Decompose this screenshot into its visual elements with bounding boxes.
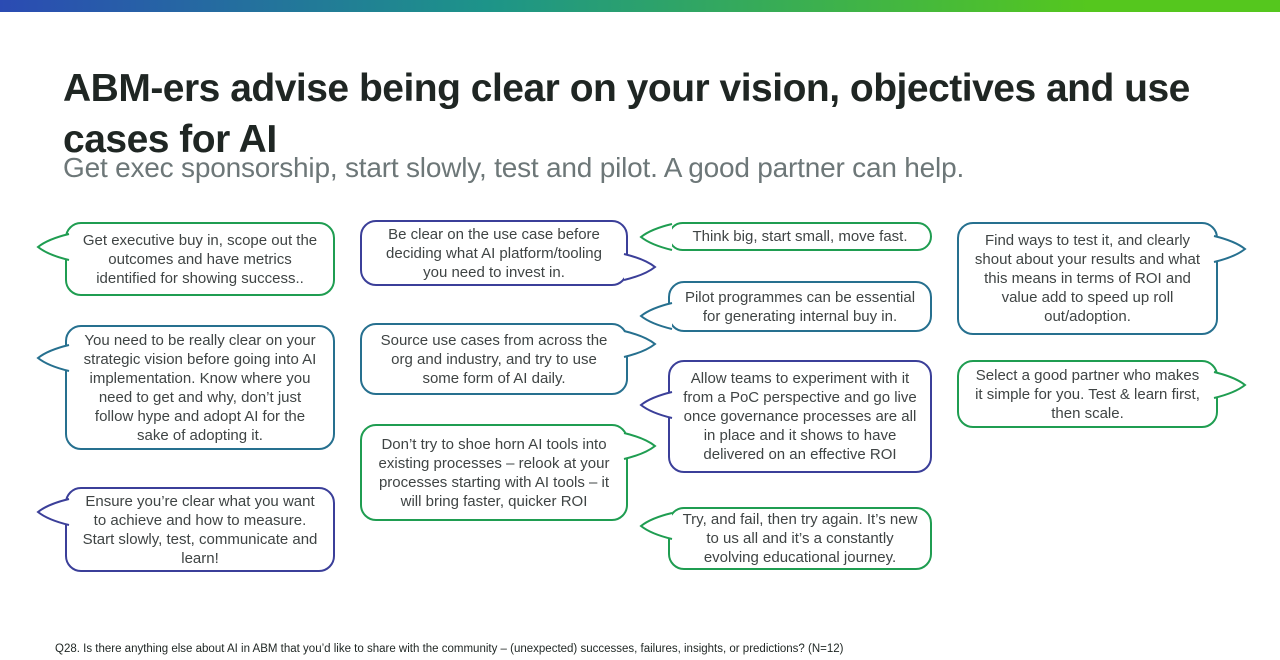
quote-text: Don’t try to shoe horn AI tools into exi…	[378, 435, 610, 510]
bubble-tail-right-icon	[623, 330, 657, 358]
quote-bubble: Select a good partner who makes it simpl…	[957, 360, 1247, 428]
bubble-tail-right-icon	[1213, 371, 1247, 399]
quote-text: You need to be really clear on your stra…	[83, 331, 317, 444]
bubble-tail-left-icon	[639, 302, 673, 330]
quote-text: Try, and fail, then try again. It’s new …	[682, 511, 918, 566]
bubble-tail-right-icon	[1213, 235, 1247, 263]
brand-gradient-bar	[0, 0, 1280, 12]
quote-bubble: Get executive buy in, scope out the outc…	[36, 222, 335, 296]
bubble-tail-left-icon	[639, 512, 673, 540]
bubble-tail-right-icon	[623, 253, 657, 281]
quote-bubble: Be clear on the use case before deciding…	[360, 220, 657, 286]
page-title: ABM-ers advise being clear on your visio…	[63, 67, 1190, 161]
bubble-tail-left-icon	[36, 233, 70, 261]
survey-question-footnote: Q28. Is there anything else about AI in …	[55, 643, 844, 655]
quote-bubble: Source use cases from across the org and…	[360, 323, 657, 395]
quote-text: Find ways to test it, and clearly shout …	[974, 232, 1201, 325]
quote-text: Source use cases from across the org and…	[380, 331, 608, 387]
quote-bubble: Try, and fail, then try again. It’s new …	[639, 507, 932, 570]
bubble-tail-left-icon	[36, 498, 70, 526]
quote-bubble: Pilot programmes can be essential for ge…	[639, 281, 932, 332]
bubble-tail-left-icon	[36, 344, 70, 372]
quote-bubble: You need to be really clear on your stra…	[36, 325, 335, 450]
quote-bubble: Allow teams to experiment with it from a…	[639, 360, 932, 473]
quote-bubble: Find ways to test it, and clearly shout …	[957, 222, 1247, 335]
bubble-tail-left-icon	[639, 391, 673, 419]
quote-text: Pilot programmes can be essential for ge…	[684, 288, 916, 325]
quote-text: Allow teams to experiment with it from a…	[683, 370, 917, 463]
quote-text: Be clear on the use case before deciding…	[386, 225, 602, 281]
quote-text: Ensure you’re clear what you want to ach…	[82, 492, 318, 567]
quote-text: Select a good partner who makes it simpl…	[975, 366, 1200, 422]
page-subtitle: Get exec sponsorship, start slowly, test…	[63, 152, 965, 183]
quote-text: Think big, start small, move fast.	[692, 228, 908, 245]
bubble-tail-left-icon	[639, 223, 673, 251]
quote-text: Get executive buy in, scope out the outc…	[82, 231, 318, 287]
quote-bubble: Ensure you’re clear what you want to ach…	[36, 487, 335, 572]
bubble-tail-right-icon	[623, 432, 657, 460]
quote-bubble: Don’t try to shoe horn AI tools into exi…	[360, 424, 657, 521]
quote-bubble: Think big, start small, move fast.	[639, 222, 932, 251]
